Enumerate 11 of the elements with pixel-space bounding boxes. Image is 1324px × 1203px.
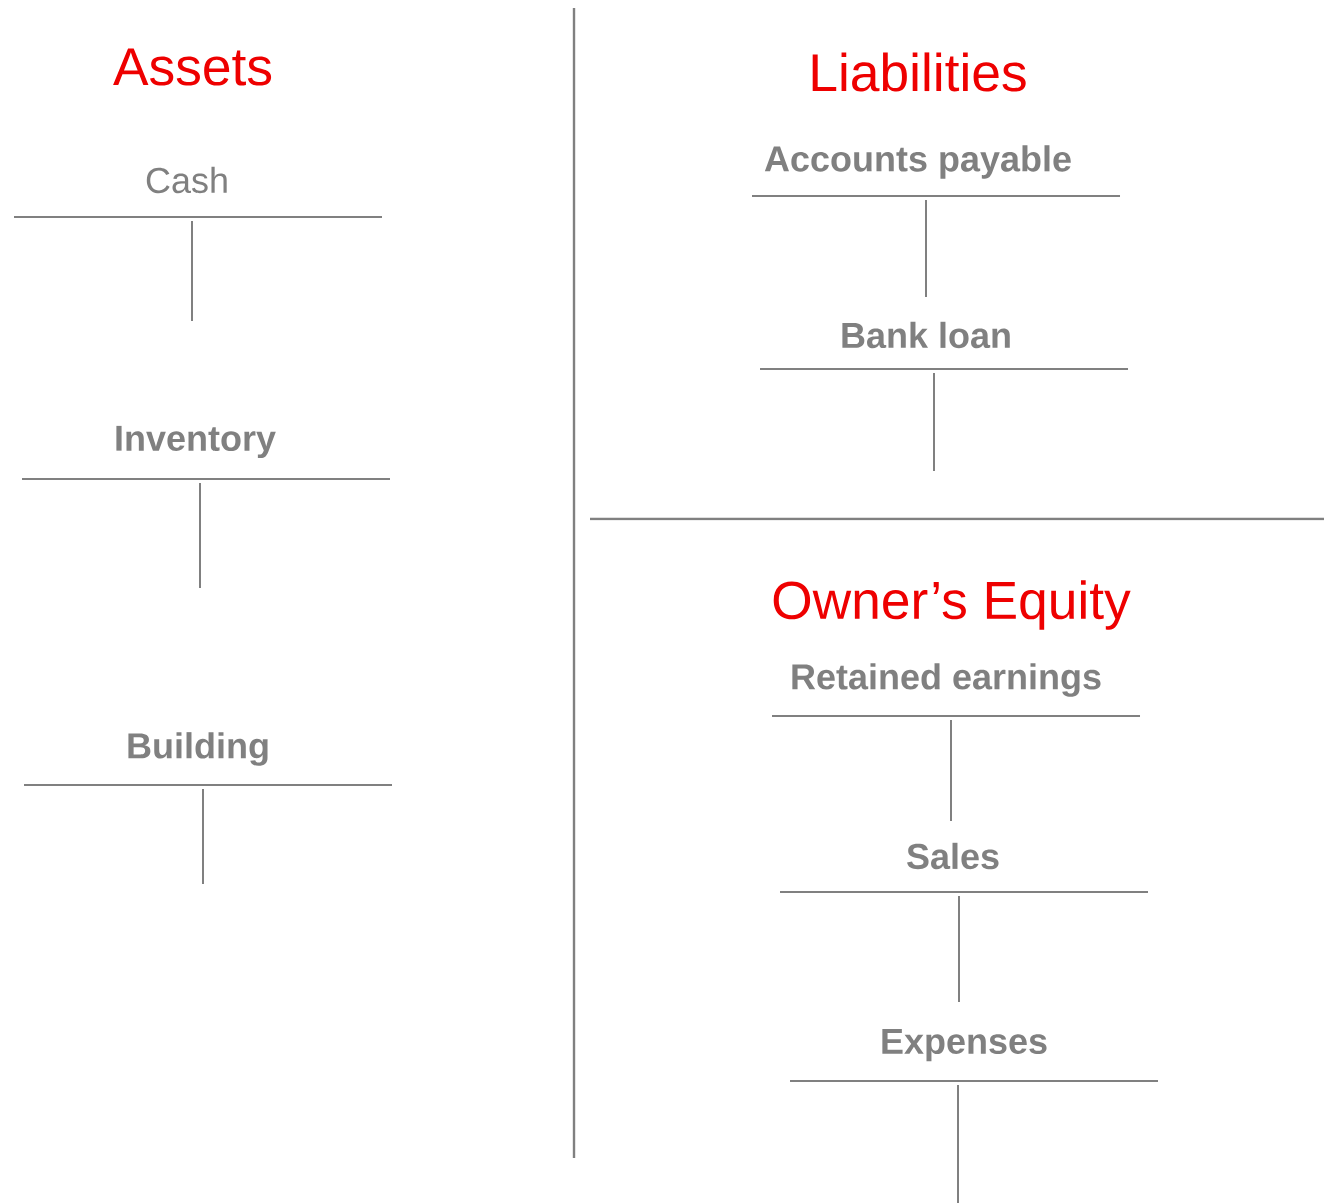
t-account: Expenses	[789, 1028, 1159, 1203]
t-account: Sales	[779, 842, 1149, 1003]
t-account: Inventory	[21, 425, 391, 589]
t-account: Bank loan	[759, 321, 1129, 472]
t-account: Accounts payable	[751, 145, 1121, 298]
t-account: Cash	[13, 166, 383, 322]
section-heading: Owner’s Equity	[773, 580, 1131, 630]
section-heading: Liabilities	[812, 52, 1026, 92]
section-heading: Assets	[113, 48, 272, 86]
t-account: Building	[23, 732, 393, 885]
t-account: Retained earnings	[771, 663, 1141, 822]
